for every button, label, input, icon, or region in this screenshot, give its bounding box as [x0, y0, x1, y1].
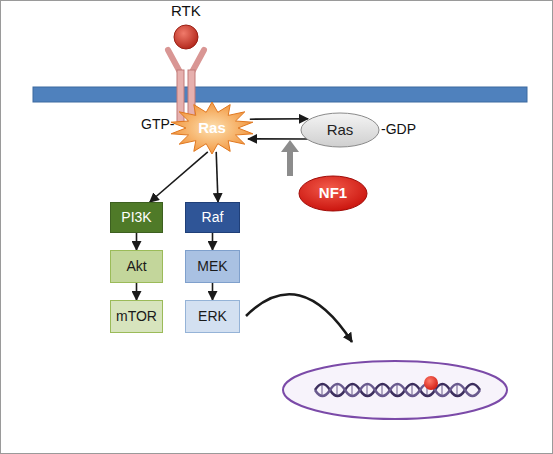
- node-text: ERK: [198, 309, 227, 324]
- ligand-circle: [174, 25, 198, 49]
- node-text: MEK: [197, 259, 227, 274]
- node-text: Raf: [202, 210, 224, 225]
- signal-arrow: [136, 283, 138, 300]
- dna-helix: [315, 384, 480, 396]
- signal-arrow: [212, 233, 214, 250]
- kinase-box: PI3K: [110, 202, 163, 233]
- inhibition-arrow: [287, 150, 293, 176]
- ellipse-shape: [301, 113, 379, 147]
- inhibition-arrowhead: [281, 140, 299, 152]
- kinase-box: MEK: [185, 250, 240, 283]
- star-shape: [171, 102, 253, 154]
- active-ras-star: Ras: [170, 102, 254, 154]
- node-text: Ras: [327, 122, 354, 139]
- signal-arrow: [250, 118, 308, 120]
- ellipse-shape: [299, 176, 367, 211]
- kinase-box: Raf: [185, 202, 240, 233]
- node-text: mTOR: [116, 309, 157, 324]
- node-text: NF1: [319, 185, 347, 202]
- signal-arrow: [212, 283, 214, 300]
- nuclear-arrow: [246, 294, 352, 342]
- kinase-box: mTOR: [110, 300, 163, 333]
- gene-marker: [424, 376, 438, 390]
- node-text: Akt: [126, 259, 146, 274]
- node-text: PI3K: [121, 210, 151, 225]
- receptor-label: RTK: [171, 3, 201, 20]
- nf1-ellipse: NF1: [298, 175, 368, 212]
- cell-membrane: [33, 87, 527, 102]
- nucleus-ellipse: [283, 361, 507, 419]
- signal-arrow: [248, 138, 308, 140]
- kinase-box: ERK: [185, 300, 240, 333]
- nucleotide-label: -GDP: [381, 122, 416, 137]
- signal-arrow: [216, 152, 218, 202]
- node-text: Ras: [198, 120, 226, 137]
- signal-arrow: [136, 233, 138, 250]
- nucleotide-label: GTP-: [141, 117, 174, 132]
- inactive-ras-ellipse: Ras: [300, 112, 380, 148]
- signal-arrow: [150, 152, 208, 202]
- kinase-box: Akt: [110, 250, 163, 283]
